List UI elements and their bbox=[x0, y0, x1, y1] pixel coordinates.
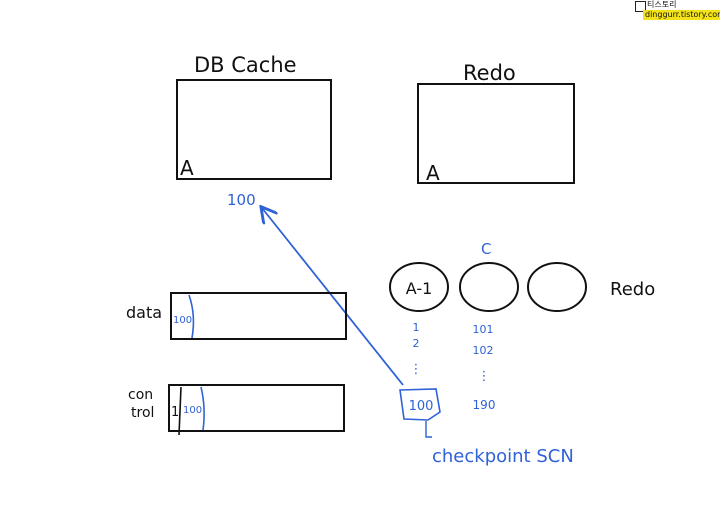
scn-item-g1-0: 1 bbox=[413, 321, 420, 334]
redo-log-group-3 bbox=[527, 262, 587, 312]
redo-buffer-title: Redo bbox=[463, 61, 516, 85]
watermark-url: dinggurr.tistory.com bbox=[643, 10, 720, 20]
control-file-value: 1 bbox=[171, 405, 179, 420]
redo-log-group-2 bbox=[459, 262, 519, 312]
redo-log-group-1-label: A-1 bbox=[406, 279, 433, 298]
control-file-label-line2: trol bbox=[131, 405, 154, 421]
scn-item-g1-2: ⋮ bbox=[410, 362, 423, 377]
db-cache-content: A bbox=[180, 156, 194, 180]
data-file-scn-divider bbox=[188, 294, 195, 339]
redo-buffer-content: A bbox=[426, 161, 440, 185]
scn-item-g2-2: ⋮ bbox=[478, 369, 491, 384]
control-file-box bbox=[168, 384, 345, 432]
current-log-marker: C bbox=[481, 240, 491, 258]
control-file-divider bbox=[178, 386, 182, 436]
data-file-scn: 100 bbox=[173, 315, 192, 326]
tistory-icon bbox=[635, 1, 646, 12]
scn-item-g1-1: 2 bbox=[413, 337, 420, 350]
scn-item-g2-3: 190 bbox=[473, 398, 496, 412]
control-file-scn-divider bbox=[200, 386, 205, 431]
checkpoint-scn-box bbox=[399, 388, 441, 421]
checkpoint-pointer bbox=[425, 421, 432, 438]
redo-logs-label: Redo bbox=[610, 279, 655, 300]
db-cache-title: DB Cache bbox=[194, 53, 297, 77]
scn-item-g2-0: 101 bbox=[473, 323, 494, 336]
data-file-label: data bbox=[126, 303, 162, 322]
control-file-label-line1: con bbox=[128, 387, 153, 403]
checkpoint-scn-label: checkpoint SCN bbox=[432, 446, 574, 467]
watermark-label: 티스토리 bbox=[647, 0, 677, 9]
checkpoint-arrow bbox=[262, 208, 404, 386]
redo-log-group-1 bbox=[389, 262, 449, 312]
data-file-box bbox=[170, 292, 347, 340]
db-cache-scn: 100 bbox=[227, 191, 256, 209]
site-watermark: 티스토리 dinggurr.tistory.com bbox=[633, 0, 720, 22]
db-cache-box bbox=[176, 79, 332, 180]
redo-buffer-box bbox=[417, 83, 575, 184]
scn-item-g2-1: 102 bbox=[473, 344, 494, 357]
control-file-scn: 100 bbox=[183, 405, 202, 416]
checkpoint-scn-value: 100 bbox=[409, 399, 434, 414]
